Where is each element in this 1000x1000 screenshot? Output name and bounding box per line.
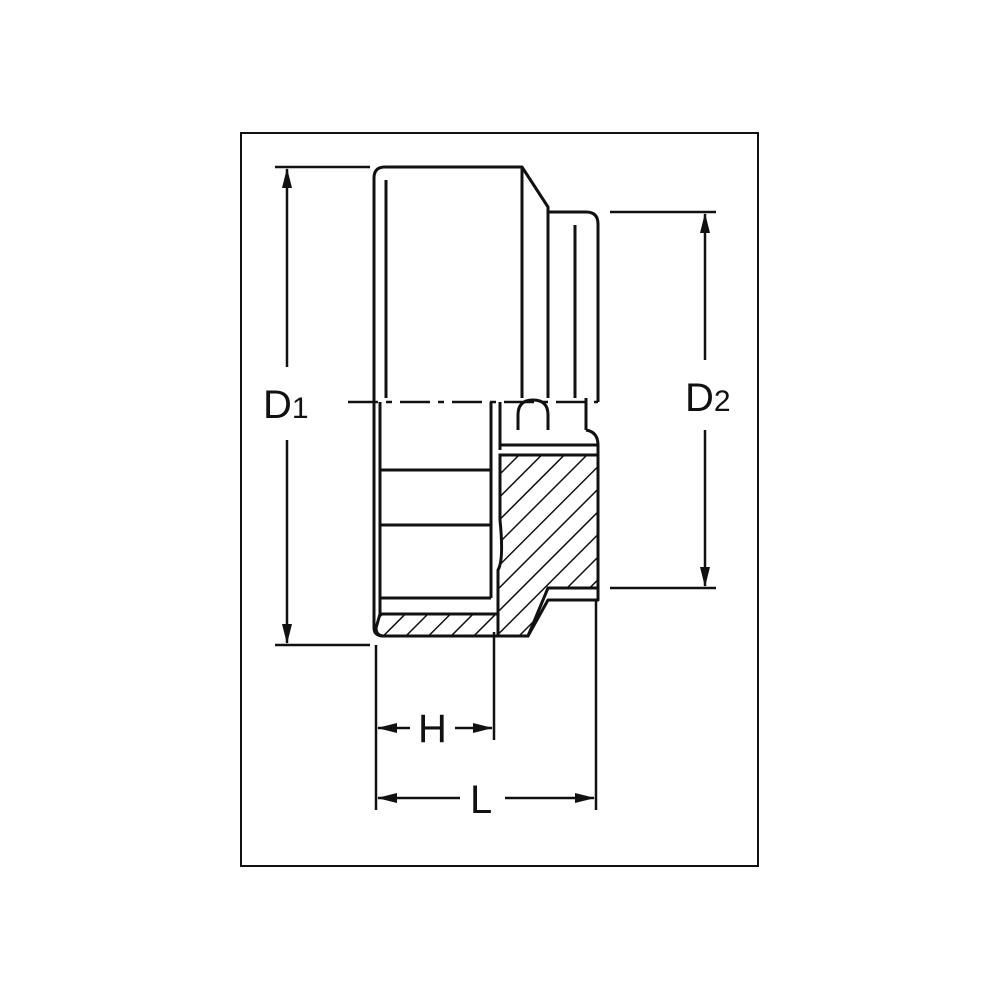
d2-label: D2: [685, 376, 731, 420]
dimension-l: [377, 600, 598, 810]
hatched-section-bottom: [374, 612, 500, 638]
socket-body: [372, 165, 600, 638]
dimension-d1: [275, 165, 370, 647]
hatched-section-wall: [496, 453, 600, 638]
h-label: H: [418, 707, 447, 751]
dimension-h: [374, 632, 496, 810]
d1-label: D1: [263, 383, 309, 427]
drawing-frame: [240, 132, 759, 867]
dimension-d2: [610, 210, 716, 590]
l-label: L: [470, 778, 492, 822]
